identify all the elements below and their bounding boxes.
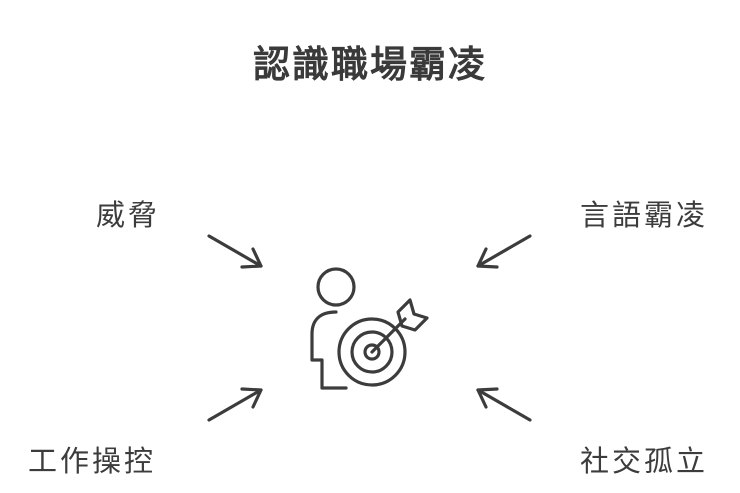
label-work-manipulation: 工作操控 [28, 444, 157, 478]
label-threat: 威脅 [96, 198, 161, 232]
person-with-target-icon [310, 267, 429, 390]
arrow-bottom-right [476, 387, 532, 422]
label-social-isolation: 社交孤立 [580, 444, 709, 478]
arrow-bottom-left [207, 387, 263, 422]
arrow-top-right [476, 234, 532, 269]
arrow-top-left [207, 234, 263, 269]
diagram-title: 認識職場霸凌 [253, 42, 487, 86]
label-verbal-bullying: 言語霸凌 [580, 198, 709, 232]
